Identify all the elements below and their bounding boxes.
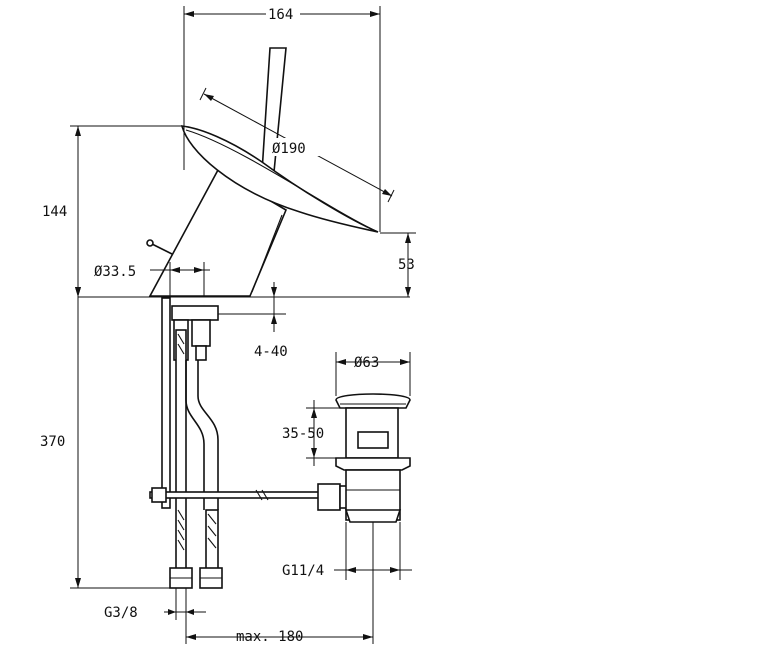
label-drain-adjust: 35-50 [282,426,324,442]
hose-braid [207,525,217,537]
dimension-labels: 164 Ø190 144 Ø33.5 53 4-40 Ø63 35-50 370… [40,4,415,645]
faucet-assembly [78,47,410,298]
drain-plug-cap [335,393,411,409]
hose-braid [177,539,185,551]
hose-braid [177,529,185,541]
label-drain-thread: G11/4 [282,563,324,579]
rod-break [255,489,263,501]
disc-spout-rim [185,129,379,233]
rod-break [261,489,269,501]
hose-braid [177,519,185,531]
supply-pipe-right [185,360,205,510]
supply-hose-left [175,329,187,581]
label-height-lower: 370 [40,434,65,450]
mounting-rod [161,297,171,509]
label-max-distance: max. 180 [236,629,303,645]
hose-braid [207,537,217,549]
hose-braid [177,509,185,521]
hose-braid [177,343,185,355]
drain-flange [335,457,411,471]
mounting-assembly [161,297,223,589]
drain-body-bottom [344,509,402,523]
label-top-width: 164 [268,7,293,23]
mounting-stud [191,319,211,347]
label-lever-offset: 53 [398,257,415,273]
label-disc-diameter: Ø190 [272,141,306,157]
drain-window [357,431,389,449]
label-supply-thread: G3/8 [104,605,138,621]
label-drain-diameter: Ø63 [354,355,379,371]
drain-assembly [149,393,411,523]
label-base-diameter: Ø33.5 [94,264,136,280]
mounting-nut [171,305,219,321]
hose-braid [177,333,185,345]
faucet-body-edge [251,214,283,293]
hose-braid [207,513,217,525]
supply-pipe-right-outer [197,360,219,510]
mounting-stud-tip [195,345,207,361]
label-height-upper: 144 [42,204,67,220]
pull-rod-clip [151,487,167,503]
pull-rod [149,491,327,499]
side-pin [149,242,173,255]
dimension-lines [70,6,416,644]
rod-nut [317,483,341,511]
label-deck-thickness: 4-40 [254,344,288,360]
side-pin-head [146,239,154,247]
